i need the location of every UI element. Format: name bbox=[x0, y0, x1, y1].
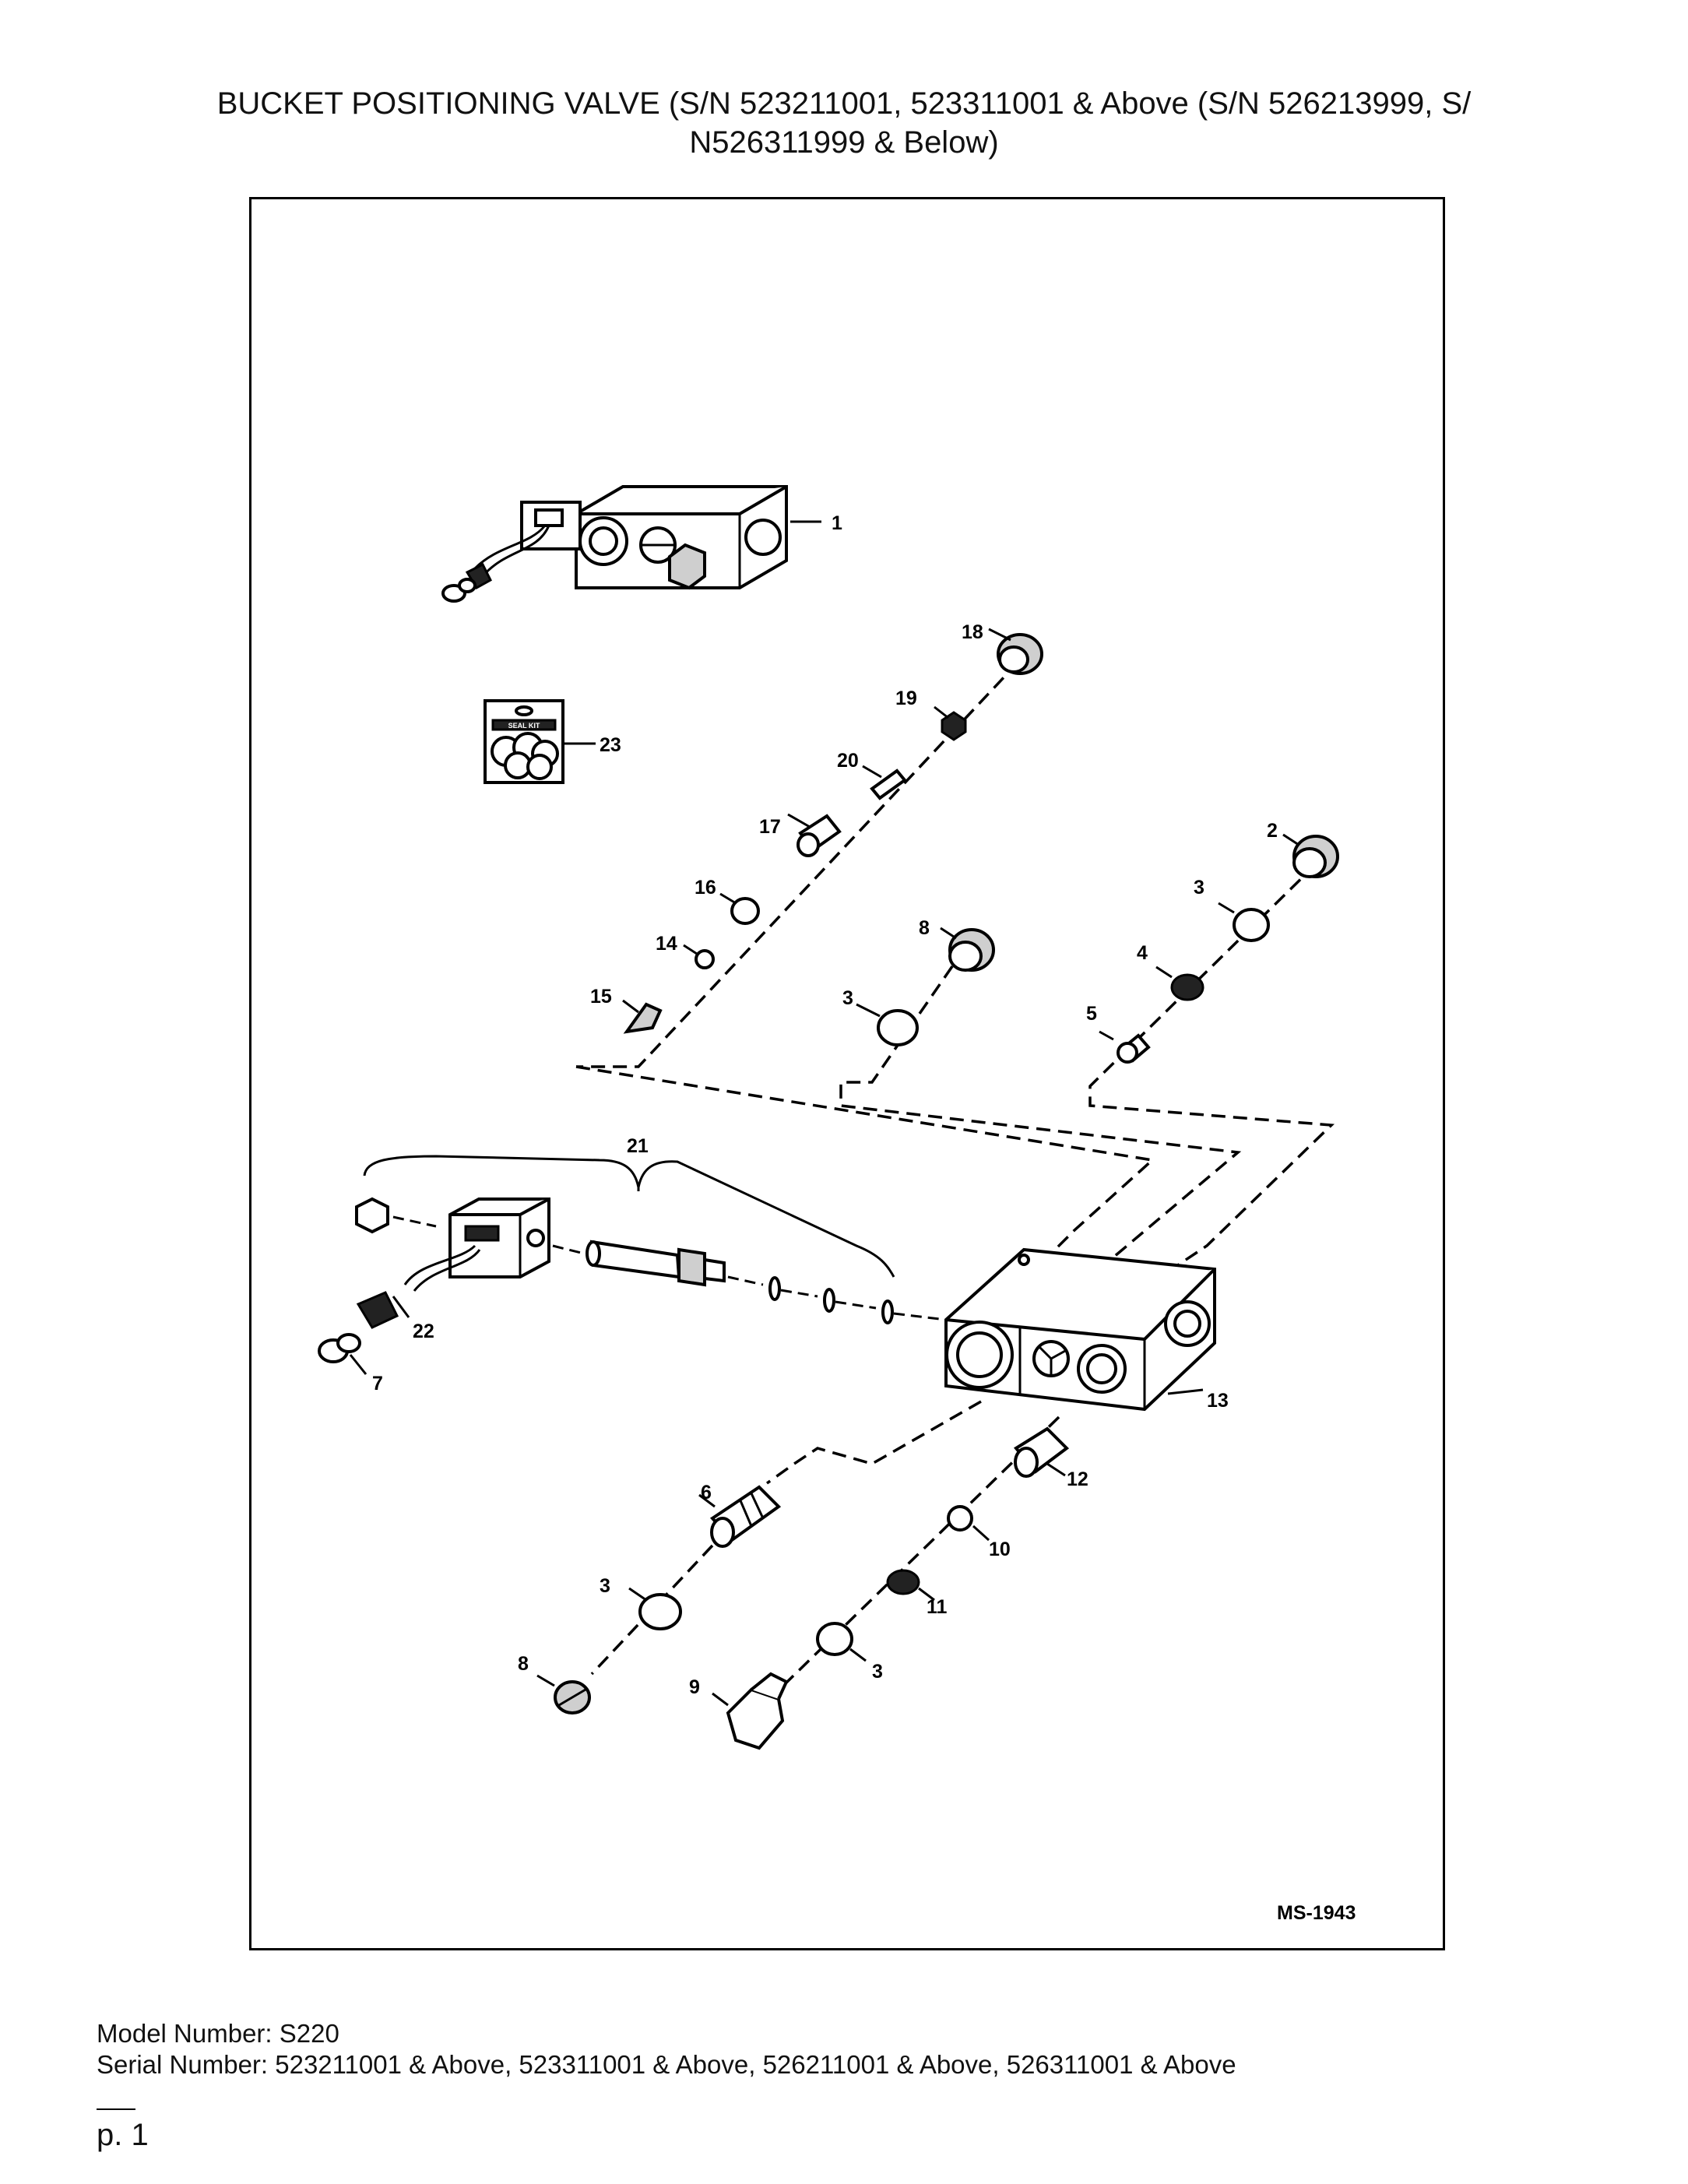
page-title: BUCKET POSITIONING VALVE (S/N 523211001,… bbox=[0, 84, 1688, 162]
callout-6: 6 bbox=[701, 1482, 712, 1503]
callout-20: 20 bbox=[837, 750, 859, 772]
cartridge-stack-right bbox=[1088, 833, 1339, 1294]
callout-14: 14 bbox=[656, 933, 677, 955]
callout-3-middle: 3 bbox=[842, 987, 853, 1009]
callout-12: 12 bbox=[1067, 1468, 1088, 1490]
title-line-2: N526311999 & Below) bbox=[689, 125, 999, 160]
callout-1: 1 bbox=[832, 512, 842, 534]
callout-23: 23 bbox=[600, 734, 621, 756]
valve-body-part-13 bbox=[944, 1247, 1216, 1412]
callout-15: 15 bbox=[590, 986, 612, 1008]
seal-kit-label: SEAL KIT bbox=[508, 722, 540, 730]
callout-13: 13 bbox=[1207, 1390, 1229, 1412]
lower-cartridges bbox=[536, 1400, 1070, 1750]
callout-8-lower: 8 bbox=[518, 1653, 529, 1675]
drawing-id: MS-1943 bbox=[1277, 1902, 1356, 1924]
callout-labels: 1 2 3 3 3 3 4 5 6 7 8 8 9 10 11 12 13 14… bbox=[372, 512, 1356, 1924]
callout-22: 22 bbox=[413, 1321, 434, 1342]
callout-8-upper: 8 bbox=[919, 917, 930, 939]
callout-3-lower-right: 3 bbox=[872, 1661, 883, 1683]
callout-18: 18 bbox=[962, 621, 983, 643]
cartridge-stack-left bbox=[575, 628, 1155, 1286]
page-number: p. 1 bbox=[97, 2118, 149, 2152]
callout-16: 16 bbox=[695, 877, 716, 899]
callout-4: 4 bbox=[1137, 942, 1148, 964]
valve-assembly-part-1 bbox=[441, 485, 788, 603]
callout-7: 7 bbox=[372, 1373, 383, 1394]
solenoid-kit-part-21 bbox=[318, 1155, 947, 1375]
diagram-frame bbox=[249, 197, 1445, 1950]
callout-19: 19 bbox=[895, 688, 917, 709]
seal-kit-part-23: SEAL KIT bbox=[484, 699, 596, 784]
title-line-1: BUCKET POSITIONING VALVE (S/N 523211001,… bbox=[216, 86, 1472, 121]
serial-number: Serial Number: 523211001 & Above, 523311… bbox=[97, 2050, 1236, 2079]
callout-9: 9 bbox=[689, 1676, 700, 1698]
callout-3-lower-left: 3 bbox=[600, 1575, 610, 1597]
callout-3-right: 3 bbox=[1194, 877, 1204, 899]
callout-21: 21 bbox=[627, 1135, 649, 1157]
callout-2: 2 bbox=[1267, 820, 1278, 842]
callout-5: 5 bbox=[1086, 1003, 1097, 1025]
model-number: Model Number: S220 bbox=[97, 2019, 339, 2048]
callout-11: 11 bbox=[927, 1596, 948, 1618]
footer-divider bbox=[97, 2108, 135, 2110]
callout-10: 10 bbox=[989, 1539, 1011, 1560]
callout-17: 17 bbox=[759, 816, 781, 838]
